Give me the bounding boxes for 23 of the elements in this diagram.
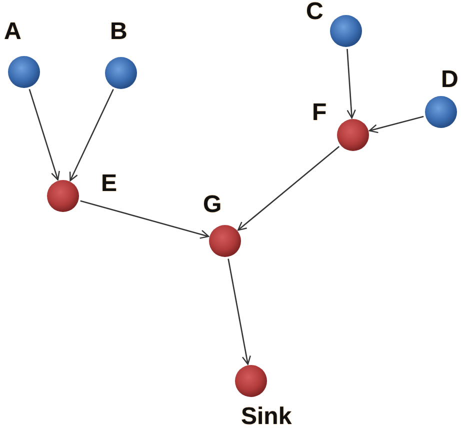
arrow <box>238 146 340 231</box>
arrow <box>80 200 210 239</box>
node-circle <box>330 15 362 47</box>
node-label: B <box>110 20 128 44</box>
node-circle <box>105 57 137 89</box>
node-label: G <box>203 193 222 217</box>
arrow <box>228 258 251 365</box>
node-label: A <box>4 20 22 44</box>
node-label: F <box>312 101 327 125</box>
node-circle <box>235 365 267 397</box>
arrow <box>346 48 356 119</box>
node-label: Sink <box>241 405 292 429</box>
node-label: C <box>306 0 324 24</box>
node-circle <box>425 96 457 128</box>
node-circle <box>8 56 40 88</box>
node-circle <box>337 119 369 151</box>
node-label: E <box>101 172 118 196</box>
arrow <box>368 116 424 134</box>
node-circle <box>209 225 241 257</box>
node-circle <box>47 180 79 212</box>
arrow <box>69 89 114 182</box>
node-label: D <box>441 68 458 92</box>
arrow <box>28 88 60 180</box>
